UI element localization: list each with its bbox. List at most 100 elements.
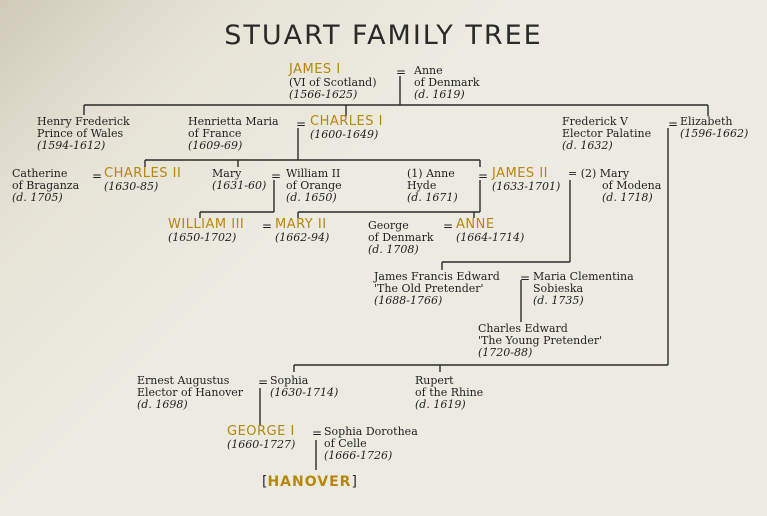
person-detail: of Denmark [368,231,434,244]
page-title: STUART FAMILY TREE [224,20,543,51]
person-mary-of-modena: = (2) Mary of Modena (d. 1718) [568,168,661,204]
person-dates: (1631-60) [212,179,267,192]
marriage-sign: = [396,65,407,79]
person-detail: of Celle [324,437,367,450]
person-dates: (d. 1619) [415,398,466,411]
person-dates: (1609-69) [188,139,243,152]
person-detail: of Braganza [12,179,80,192]
person-dates: (1664-1714) [456,231,525,244]
person-name: CHARLES II [104,166,182,181]
person-james-ii: JAMES II (1633-1701) [492,167,560,193]
person-charles-i: CHARLES I (1600-1649) [310,115,383,141]
person-dates: (1600-1649) [310,128,379,141]
person-name: Charles Edward [478,322,568,335]
person-name: Catherine [12,167,68,180]
person-detail: Prince of Wales [37,127,124,140]
person-dates: (1630-85) [104,180,159,193]
marriage-sign: = [258,375,269,389]
person-dates: (1633-1701) [492,180,561,193]
person-william-iii: WILLIAM III (1650-1702) [168,218,244,244]
marriage-sign: = [271,169,282,183]
house-of-hanover-label: [HANOVER] [262,474,357,490]
hanover-name: HANOVER [267,474,352,490]
person-detail: of Modena [602,179,662,192]
marriage-sign: = [312,426,323,440]
person-detail: of France [188,127,242,140]
person-rupert: Rupert of the Rhine (d. 1619) [415,375,483,411]
person-name: Sophia Dorothea [324,425,418,438]
person-anne: ANNE (1664-1714) [456,218,524,244]
person-name: Sophia [270,374,309,387]
person-detail: of Orange [286,179,342,192]
person-name: GEORGE I [227,424,295,439]
marriage-sign: = [478,169,489,183]
person-dates: (d. 1698) [137,398,188,411]
person-detail: Sobieska [533,282,584,295]
person-name: CHARLES I [310,114,383,129]
person-dates: (d. 1708) [368,243,419,256]
person-name: Elizabeth [680,115,733,128]
person-elizabeth: Elizabeth (1596-1662) [680,116,748,140]
person-detail: of the Rhine [415,386,484,399]
person-catherine-of-braganza: Catherine of Braganza (d. 1705) [12,168,79,204]
person-detail: 'The Old Pretender' [374,282,484,295]
person-sophia-dorothea: Sophia Dorothea of Celle (1666-1726) [324,426,418,462]
person-name: George [368,219,409,232]
person-name: JAMES I [289,62,341,77]
person-dates: (d. 1632) [562,139,613,152]
person-james-francis-edward: James Francis Edward 'The Old Pretender'… [374,271,500,307]
person-george-of-denmark: George of Denmark (d. 1708) [368,220,434,256]
person-william-ii: William II of Orange (d. 1650) [286,168,342,204]
bracket-open: [ [262,474,268,490]
marriage-sign: = [668,117,679,131]
person-name: = (2) Mary [568,167,630,180]
person-detail: Elector of Hanover [137,386,244,399]
person-anne-of-denmark: Anne of Denmark (d. 1619) [414,65,480,101]
person-detail: 'The Young Pretender' [478,334,603,347]
person-name: James Francis Edward [374,270,500,283]
bracket-close: ] [351,474,357,490]
marriage-sign: = [520,271,531,285]
person-detail: Hyde [407,179,437,192]
person-name: Frederick V [562,115,628,128]
person-dates: (1596-1662) [680,127,749,140]
person-dates: (d. 1705) [12,191,63,204]
person-name: Ernest Augustus [137,374,230,387]
person-george-i: GEORGE I (1660-1727) [227,425,295,451]
person-name: Anne [414,64,443,77]
person-dates: (1594-1612) [37,139,106,152]
person-name: William II [286,167,341,180]
person-dates: (d. 1735) [533,294,584,307]
person-detail: (VI of Scotland) [289,76,377,89]
person-james-i: JAMES I (VI of Scotland) (1566-1625) [289,63,377,101]
person-dates: (1662-94) [275,231,330,244]
person-name: Henry Frederick [37,115,130,128]
person-dates: (d. 1671) [407,191,458,204]
person-dates: (d. 1718) [602,191,653,204]
person-detail: Elector Palatine [562,127,652,140]
person-maria-clementina: Maria Clementina Sobieska (d. 1735) [533,271,634,307]
person-henry-frederick: Henry Frederick Prince of Wales (1594-16… [37,116,130,152]
person-dates: (1660-1727) [227,438,296,451]
person-dates: (1666-1726) [324,449,393,462]
marriage-sign: = [262,219,273,233]
person-name: Henrietta Maria [188,115,279,128]
marriage-sign: = [296,117,307,131]
person-name: ANNE [456,217,495,232]
person-detail: of Denmark [414,76,480,89]
marriage-sign: = [92,169,103,183]
person-dates: (d. 1619) [414,88,465,101]
marriage-sign: = [443,219,454,233]
person-name: Rupert [415,374,454,387]
person-name: MARY II [275,217,327,232]
person-dates: (1566-1625) [289,88,358,101]
person-dates: (d. 1650) [286,191,337,204]
person-charles-edward: Charles Edward 'The Young Pretender' (17… [478,323,602,359]
person-name: WILLIAM III [168,217,245,232]
person-mary-ii: MARY II (1662-94) [275,218,329,244]
person-dates: (1688-1766) [374,294,443,307]
person-charles-ii: CHARLES II (1630-85) [104,167,181,193]
person-dates: (1650-1702) [168,231,237,244]
person-ernest-augustus: Ernest Augustus Elector of Hanover (d. 1… [137,375,243,411]
